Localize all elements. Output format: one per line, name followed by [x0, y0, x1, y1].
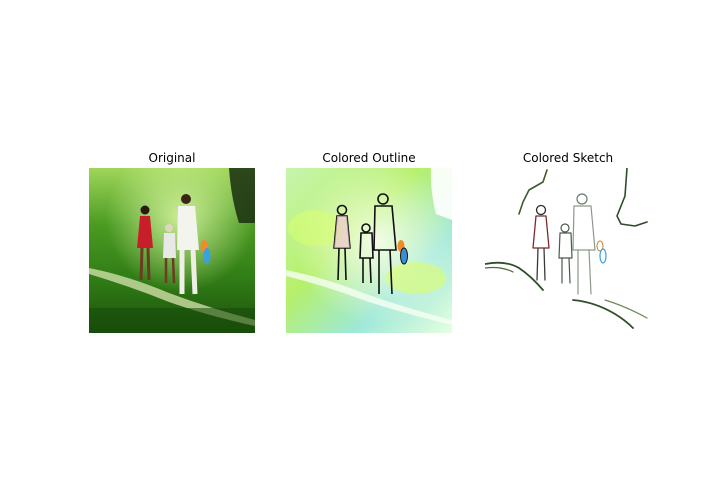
colored-outline-image	[286, 168, 452, 333]
colored-sketch-image	[485, 168, 651, 333]
panel-colored-sketch: Colored Sketch	[485, 150, 651, 334]
panel-original: Original	[89, 150, 255, 334]
panel-colored-outline: Colored Outline	[286, 150, 452, 334]
panel-title-colored-sketch: Colored Sketch	[522, 151, 614, 165]
panel-title-original: Original	[148, 151, 196, 165]
panel-title-colored-outline: Colored Outline	[322, 151, 416, 165]
original-photo	[89, 168, 255, 333]
